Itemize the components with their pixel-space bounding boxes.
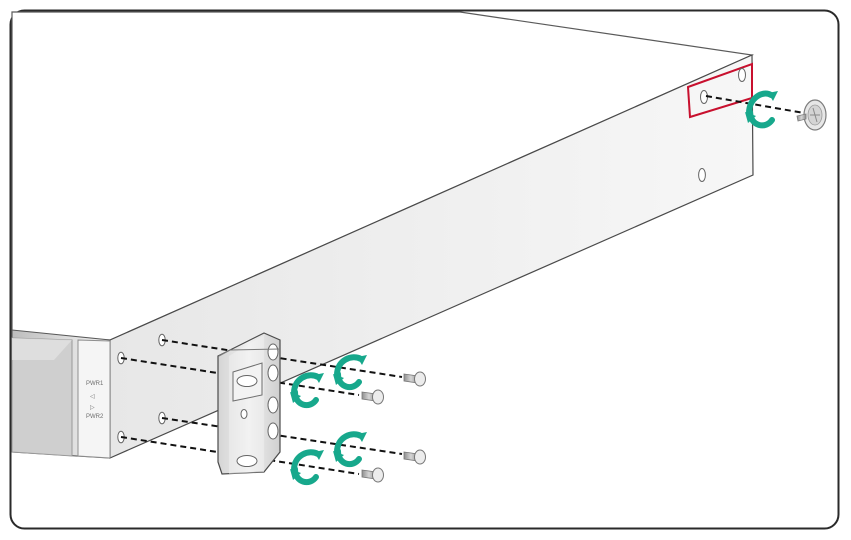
- screw-icon: [361, 389, 384, 405]
- arrow-up-glyph: ◁: [90, 394, 95, 400]
- screw-icon: [361, 467, 384, 483]
- power-label-plate: [77, 339, 111, 459]
- clockwise-arrow-icon: [745, 90, 778, 129]
- clockwise-arrow-icon: [290, 449, 324, 486]
- mount-hole: [698, 168, 706, 182]
- screw-icon: [403, 371, 426, 387]
- guide-line: [161, 339, 403, 378]
- guide-line: [705, 95, 805, 114]
- mount-hole: [738, 68, 746, 82]
- clockwise-arrow-icon: [290, 372, 324, 409]
- psu-label-top: PWR1: [86, 381, 104, 387]
- clockwise-arrow-icon: [333, 431, 367, 468]
- guide-line: [161, 417, 403, 455]
- arrow-down-glyph: ▷: [90, 405, 95, 411]
- mounting-bracket: [217, 332, 281, 475]
- psu-label-bottom: PWR2: [86, 414, 104, 420]
- screw-icon: [403, 449, 426, 465]
- clockwise-arrow-icon: [333, 354, 367, 391]
- screw-icon: [796, 99, 827, 131]
